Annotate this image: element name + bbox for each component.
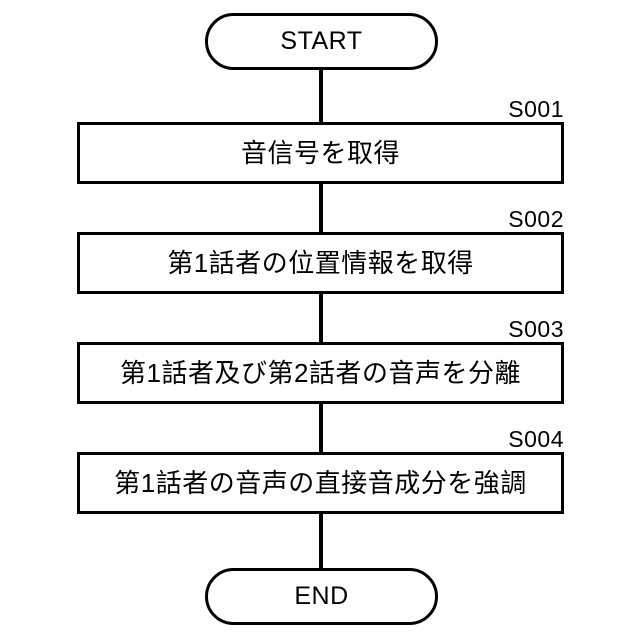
start-terminator: START xyxy=(205,13,438,70)
process-box-s004: 第1話者の音声の直接音成分を強調 xyxy=(77,452,564,514)
process-box-s003: 第1話者及び第2話者の音声を分離 xyxy=(77,342,564,404)
start-label: START xyxy=(280,27,363,55)
process-label-s003: 第1話者及び第2話者の音声を分離 xyxy=(120,358,521,388)
connector-step1-to-step2 xyxy=(319,182,323,234)
connector-step3-to-step4 xyxy=(319,402,323,454)
process-label-s001: 音信号を取得 xyxy=(240,138,400,168)
connector-step4-to-end xyxy=(319,512,323,570)
process-label-s004: 第1話者の音声の直接音成分を強調 xyxy=(114,468,527,498)
end-label: END xyxy=(294,582,349,610)
connector-start-to-step1 xyxy=(319,68,323,124)
process-box-s002: 第1話者の位置情報を取得 xyxy=(77,232,564,294)
step-tag-s004: S004 xyxy=(508,426,564,452)
step-tag-s001: S001 xyxy=(508,96,564,122)
connector-step2-to-step3 xyxy=(319,292,323,344)
end-terminator: END xyxy=(205,568,438,625)
process-label-s002: 第1話者の位置情報を取得 xyxy=(167,248,474,278)
process-box-s001: 音信号を取得 xyxy=(77,122,564,184)
step-tag-s003: S003 xyxy=(508,316,564,342)
step-tag-s002: S002 xyxy=(508,206,564,232)
